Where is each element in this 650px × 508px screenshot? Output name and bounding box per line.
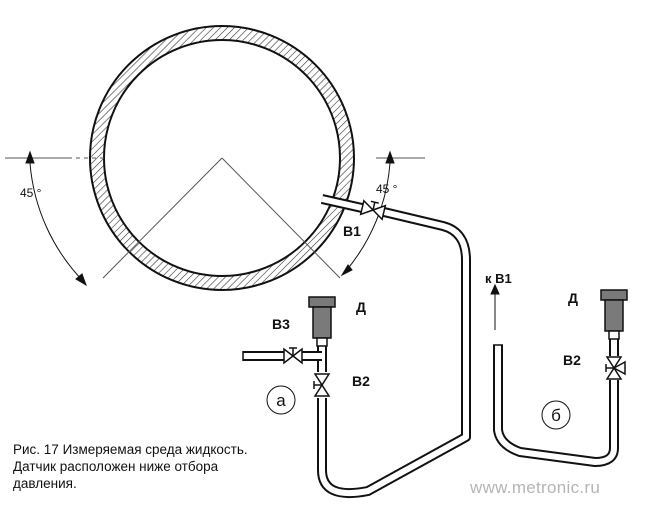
angle-label-left: 45 °: [20, 186, 42, 200]
construction-lines: [5, 157, 425, 279]
to-v1-label: к В1: [485, 271, 512, 286]
valve-v2-a-label: В2: [352, 373, 370, 389]
caption-line-1: Рис. 17 Измеряемая среда жидкость.: [13, 442, 248, 457]
arrow-to-v1: [490, 283, 500, 330]
sensor-b-label: Д: [568, 290, 578, 306]
svg-text:а: а: [276, 391, 286, 410]
watermark-url: www.metronic.ru: [470, 478, 601, 497]
angle-arc-left: [25, 150, 87, 287]
impulse-line-a: [243, 194, 471, 499]
angle-label-right: 45 °: [376, 182, 398, 196]
sensor-b: [600, 289, 628, 340]
impulse-line-b: [493, 338, 619, 467]
valve-v3-label: В3: [272, 316, 290, 332]
valve-v2-b: [605, 356, 626, 380]
figure-caption: Рис. 17 Измеряемая среда жидкость. Датчи…: [13, 441, 313, 492]
valve-v2-a: [313, 373, 331, 397]
variant-a-marker: а: [266, 385, 296, 415]
svg-text:б: б: [551, 406, 561, 425]
valve-v2-b-label: В2: [563, 352, 581, 368]
angle-arc-right: [340, 150, 395, 277]
valve-v1: [359, 199, 387, 221]
sensor-a-label: Д: [356, 299, 366, 315]
caption-line-2: Датчик расположен ниже отбора: [13, 459, 219, 474]
caption-line-3: давления.: [13, 476, 77, 491]
variant-b-marker: б: [541, 400, 571, 430]
valve-v3: [283, 347, 303, 365]
valve-v1-label: В1: [343, 223, 361, 239]
sensor-a: [308, 296, 336, 347]
